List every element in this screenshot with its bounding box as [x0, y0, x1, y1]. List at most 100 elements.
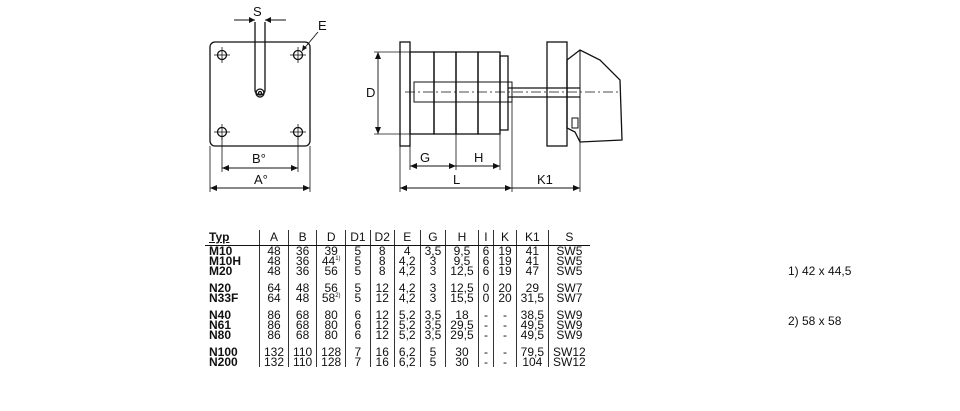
cell-value: 110: [293, 355, 313, 369]
cell-value: -: [483, 318, 488, 332]
cell-value: 3,5: [424, 244, 442, 258]
table-cell-d2: 8: [369, 255, 395, 267]
table-cell-typ: N40: [205, 309, 260, 321]
technical-drawing: S E B° A° D G H L K1: [209, 4, 623, 192]
cell-value: 9,5: [453, 244, 471, 258]
cell-value: 12: [375, 281, 389, 295]
cell-value: 5: [354, 291, 362, 305]
table-cell-h: 12,5: [445, 281, 479, 295]
table-cell-e: 6,2: [393, 356, 421, 368]
table-cell-typ: N61: [205, 318, 260, 332]
dim-label-b: B°: [252, 151, 266, 166]
cell-value: 0: [482, 291, 490, 305]
column-header: E: [393, 230, 421, 246]
cell-value: M10H: [209, 254, 242, 268]
table-cell-typ: N100: [205, 345, 260, 359]
cell-value: 80: [324, 328, 338, 342]
table-cell-b: 110: [288, 355, 317, 369]
cell-value: N61: [209, 318, 232, 332]
cell-value: 6: [354, 318, 362, 332]
table-cell-a: 48: [258, 245, 289, 257]
table-cell-d: 80: [316, 328, 346, 342]
cell-value: 9,5: [453, 254, 471, 268]
table-cell-a: 48: [258, 255, 289, 267]
cell-value: 132: [264, 355, 285, 369]
column-header: D1: [345, 230, 371, 246]
cell-value: 30: [455, 345, 469, 359]
table-cell-b: 68: [288, 309, 317, 321]
table-cell-k1: 41: [515, 244, 549, 258]
cell-value: -: [483, 308, 488, 322]
dim-label-e: E: [318, 18, 327, 33]
table-cell-i: -: [477, 329, 494, 341]
table-cell-b: 36: [288, 245, 317, 257]
cell-value: SW12: [553, 355, 586, 369]
table-cell-k: 20: [493, 291, 517, 305]
table-cell-d1: 5: [345, 291, 371, 305]
table-cell-d1: 5: [345, 265, 371, 277]
table-cell-g: 3,5: [419, 329, 446, 341]
table-cell-d1: 5: [345, 255, 371, 267]
table-cell-k: -: [493, 308, 517, 322]
cell-value: 3: [429, 291, 437, 305]
cell-value: N100: [209, 345, 238, 359]
front-plate: [209, 41, 311, 147]
dim-label-s: S: [253, 4, 262, 19]
table-cell-s: SW12: [548, 355, 590, 369]
cell-value: M10: [209, 244, 233, 258]
dim-label-h: H: [474, 150, 483, 165]
cell-value: 5,2: [398, 318, 416, 332]
shaft-slot: [254, 22, 266, 96]
table-cell-g: 3: [419, 265, 446, 277]
cell-value: 44: [321, 254, 336, 268]
table-cell-k: -: [493, 318, 517, 332]
table-cell-s: SW7: [548, 292, 590, 304]
cell-value: 68: [295, 318, 310, 332]
cell-value: -: [483, 355, 488, 369]
table-cell-h: 12,5: [445, 265, 479, 277]
switch-deck: [455, 51, 479, 135]
cell-value: 110: [293, 345, 313, 359]
table-cell-b: 110: [288, 345, 317, 359]
table-cell-h: 29,5: [445, 329, 479, 341]
cell-value: 12,5: [450, 281, 474, 295]
cell-value: -: [483, 345, 488, 359]
table-cell-d1: 7: [345, 356, 371, 368]
cell-value: 41: [525, 244, 540, 258]
cell-value: 16: [375, 345, 389, 359]
cell-value: 39: [324, 244, 338, 258]
cell-value: 6: [482, 254, 490, 268]
cell-value: 3: [429, 281, 437, 295]
switch-deck: [477, 51, 501, 135]
cell-value: -: [502, 355, 507, 369]
cell-value: 4,2: [398, 281, 416, 295]
cell-value: SW9: [556, 328, 583, 342]
column-header: G: [419, 230, 446, 246]
cell-value: 4: [403, 244, 411, 258]
table-cell-s: SW5: [548, 245, 590, 257]
column-header: D: [316, 230, 346, 246]
cell-value: 38,5: [520, 308, 545, 322]
cell-value: 20: [498, 291, 512, 305]
table-cell-typ: N80: [205, 329, 260, 341]
table-cell-e: 5,2: [393, 309, 421, 321]
cell-value: -: [502, 318, 507, 332]
table-cell-e: 4,2: [393, 255, 421, 267]
cell-value: 29,5: [450, 318, 474, 332]
table-cell-k: -: [493, 355, 517, 369]
column-header: A: [258, 230, 289, 246]
cell-value: N33F: [209, 291, 239, 305]
cell-value: 49,5: [520, 328, 545, 342]
cell-value: -: [502, 308, 507, 322]
table-cell-b: 48: [288, 292, 317, 304]
table-cell-e: 4,2: [393, 265, 421, 277]
table-cell-d: 582): [316, 292, 346, 304]
table-cell-d: 56: [316, 265, 346, 277]
table-cell-g: 3,5: [419, 244, 446, 258]
